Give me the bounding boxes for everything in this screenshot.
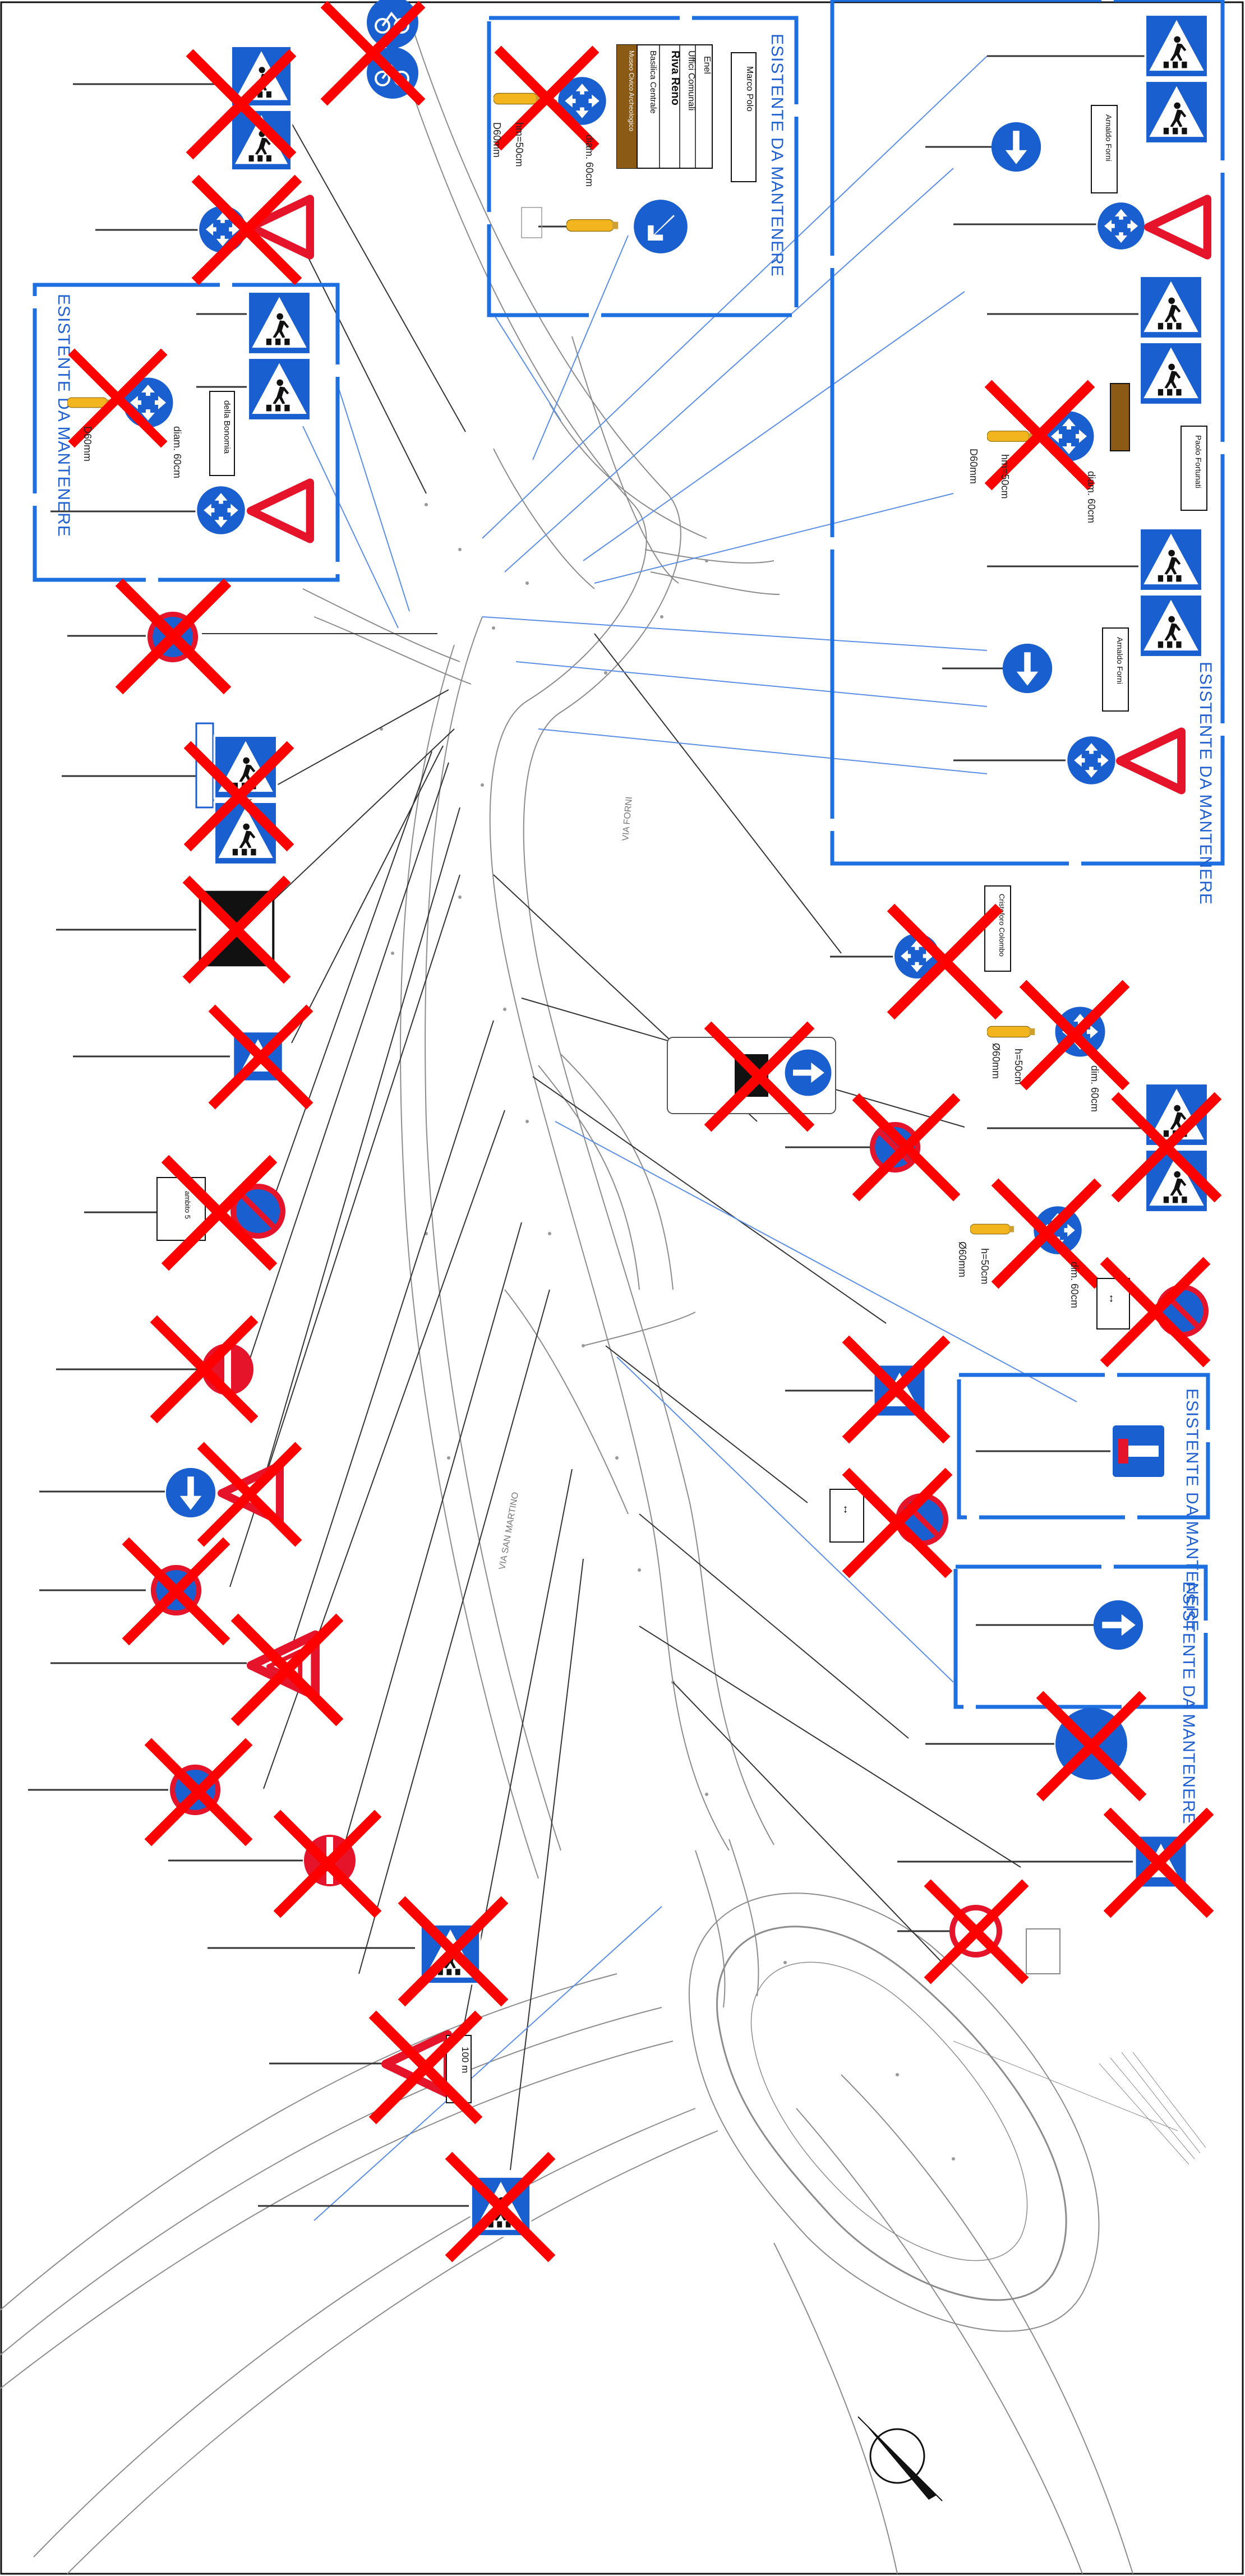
removed-blue-square-1 bbox=[73, 1008, 310, 1106]
svg-text:↔: ↔ bbox=[841, 1504, 853, 1515]
existing-frame-dead-end: ESISTENTE DA MANTENERE bbox=[957, 1373, 1210, 1632]
svg-text:diam. 60cm: diam. 60cm bbox=[1086, 471, 1097, 523]
svg-text:ambito 5: ambito 5 bbox=[183, 1191, 192, 1219]
svg-text:Ø60mm: Ø60mm bbox=[990, 1043, 1002, 1079]
removed-ped-square-1 bbox=[208, 1900, 505, 2003]
arrow-down-forni-1: Arnaldo Forni bbox=[925, 105, 1118, 193]
street-plate-marco-polo: Marco Polo bbox=[731, 52, 757, 182]
svg-text:↔: ↔ bbox=[1106, 1293, 1119, 1304]
pedestrian-signs-right-mid bbox=[987, 275, 1204, 406]
removed-roundabout-bollard-1: dim. 60cm Ø60mm h=50cm bbox=[987, 984, 1126, 1112]
removed-noparking-center bbox=[785, 1097, 957, 1198]
svg-text:Ø60mm: Ø60mm bbox=[957, 1241, 968, 1277]
removed-ped-pair-right bbox=[987, 1082, 1218, 1213]
removed-ped-pair-left-2 bbox=[62, 722, 290, 866]
street-plate-bonomia: della Bonomia bbox=[209, 391, 235, 476]
yield-roundabout-left bbox=[50, 483, 310, 539]
removed-colombo-roundabout: Cristoforo Colombo bbox=[830, 885, 1011, 1016]
svg-text:D60mm: D60mm bbox=[82, 426, 93, 461]
svg-text:ESISTENTE DA MANTENERE: ESISTENTE DA MANTENERE bbox=[1183, 1388, 1201, 1632]
removed-parking-sign-center bbox=[667, 1025, 836, 1128]
svg-text:VIA FORNI: VIA FORNI bbox=[621, 796, 634, 841]
svg-text:Museo Civico Archeologico: Museo Civico Archeologico bbox=[628, 50, 635, 131]
removed-noentry-ring-bottom bbox=[897, 1883, 1060, 1981]
diagonal-arrow-sign bbox=[538, 200, 688, 253]
removed-yield-with-arrow bbox=[39, 1446, 298, 1544]
svg-text:D60mm: D60mm bbox=[491, 122, 502, 158]
removed-nostop-plate-right: ↔ bbox=[1096, 1261, 1207, 1364]
svg-text:ESISTENTE DA MANTENERE: ESISTENTE DA MANTENERE bbox=[54, 294, 73, 537]
svg-text:Arnaldo Forni: Arnaldo Forni bbox=[1115, 637, 1124, 684]
yield-roundabout-right-top bbox=[953, 199, 1207, 256]
svg-text:100 m: 100 m bbox=[460, 2047, 471, 2073]
removed-ped-pair-top-left bbox=[73, 45, 293, 172]
existing-frame-left: ESISTENTE DA MANTENERE della Bonomia dia… bbox=[33, 283, 340, 582]
removed-cycle-signs bbox=[324, 0, 422, 102]
svg-text:diam. 60cm: diam. 60cm bbox=[172, 426, 183, 478]
removed-no-entry-2 bbox=[168, 1813, 378, 1914]
leader-lines bbox=[202, 56, 1077, 2221]
roundabout-sign-crossed-right: diam. 60cm D60mm hm=50cm bbox=[968, 384, 1097, 523]
removed-noparking-3 bbox=[28, 1742, 249, 1843]
svg-text:D60mm: D60mm bbox=[968, 449, 979, 484]
svg-text:Paolo Fortunati: Paolo Fortunati bbox=[1194, 435, 1203, 488]
removed-blue-square-right bbox=[897, 1811, 1210, 1914]
existing-frame-arrow-right: ESISTENTE DA MANTENERE bbox=[953, 1564, 1208, 1825]
roundabout-sign-crossed-left: diam. 60cm D60mm bbox=[67, 352, 183, 478]
removed-double-yield bbox=[50, 1617, 340, 1723]
pedestrian-signs-left-frame bbox=[196, 290, 312, 422]
existing-frame-right: ESISTENTE DA MANTENERE Arnaldo Forni Pao… bbox=[830, 0, 1225, 905]
road-plan bbox=[0, 0, 1206, 2574]
existing-frame-top-center: ESISTENTE DA MANTENERE Enel Uffici Comun… bbox=[487, 16, 799, 317]
removed-yield-100m: 100 m bbox=[269, 2014, 479, 2121]
removed-signs: ambito 5 bbox=[28, 0, 1218, 2259]
north-arrow bbox=[857, 2416, 943, 2501]
svg-text:dim. 60cm: dim. 60cm bbox=[1069, 1262, 1080, 1308]
svg-text:Basilica Centrale: Basilica Centrale bbox=[648, 50, 658, 114]
svg-text:diam. 60cm: diam. 60cm bbox=[584, 135, 595, 187]
svg-text:hm=50cm: hm=50cm bbox=[514, 122, 525, 167]
removed-round-right bbox=[925, 1695, 1143, 1798]
svg-text:Enel: Enel bbox=[702, 56, 712, 74]
removed-blue-square-center bbox=[785, 1339, 947, 1440]
removed-yield-roundabout-top-left bbox=[95, 178, 310, 281]
removed-noparking-plate: ambito 5 bbox=[84, 1158, 283, 1267]
removed-roundabout-bollard-2: dim. 60cm Ø60mm h=50cm bbox=[957, 1182, 1098, 1308]
svg-text:Marco Polo: Marco Polo bbox=[745, 66, 754, 112]
pedestrian-signs-right-top bbox=[987, 13, 1209, 145]
direction-sign: Enel Uffici Comunali Riva Reno Basilica … bbox=[616, 44, 713, 169]
arrow-down-forni-2: Arnaldo Forni bbox=[942, 627, 1129, 712]
svg-text:Uffici Comunali: Uffici Comunali bbox=[686, 50, 696, 110]
pedestrian-signs-right-low bbox=[987, 527, 1204, 658]
roundabout-sign-crossed-top: diam. 60cm D60mm hm=50cm bbox=[491, 49, 608, 187]
svg-text:ESISTENTE DA MANTENERE: ESISTENTE DA MANTENERE bbox=[1179, 1581, 1198, 1825]
svg-text:VIA SAN MARTINO: VIA SAN MARTINO bbox=[497, 1492, 520, 1571]
removed-ped-square-2 bbox=[258, 2155, 552, 2259]
fortunati-direction: Paolo Fortunati bbox=[1110, 383, 1207, 511]
svg-text:ESISTENTE DA MANTENERE: ESISTENTE DA MANTENERE bbox=[1196, 662, 1215, 905]
removed-nostop-plate-center: ↔ bbox=[829, 1471, 949, 1575]
yield-roundabout-right-low bbox=[953, 732, 1182, 790]
svg-text:Cristoforo Colombo: Cristoforo Colombo bbox=[998, 894, 1006, 957]
removed-obstacle-sign bbox=[56, 879, 287, 980]
svg-text:hm=50cm: hm=50cm bbox=[999, 454, 1011, 499]
removed-noparking-1 bbox=[67, 582, 228, 690]
svg-text:Arnaldo Forni: Arnaldo Forni bbox=[1104, 114, 1113, 161]
svg-text:ESISTENTE DA MANTENERE: ESISTENTE DA MANTENERE bbox=[768, 34, 786, 277]
svg-text:della Bonomia: della Bonomia bbox=[222, 400, 232, 454]
survey-points bbox=[380, 503, 955, 2160]
svg-text:Riva Reno: Riva Reno bbox=[669, 50, 681, 105]
svg-text:h=50cm: h=50cm bbox=[1013, 1049, 1024, 1085]
svg-text:dim. 60cm: dim. 60cm bbox=[1089, 1065, 1100, 1112]
removed-no-entry-1 bbox=[56, 1319, 255, 1420]
svg-text:h=50cm: h=50cm bbox=[979, 1248, 990, 1285]
removed-noparking-2 bbox=[39, 1541, 227, 1642]
